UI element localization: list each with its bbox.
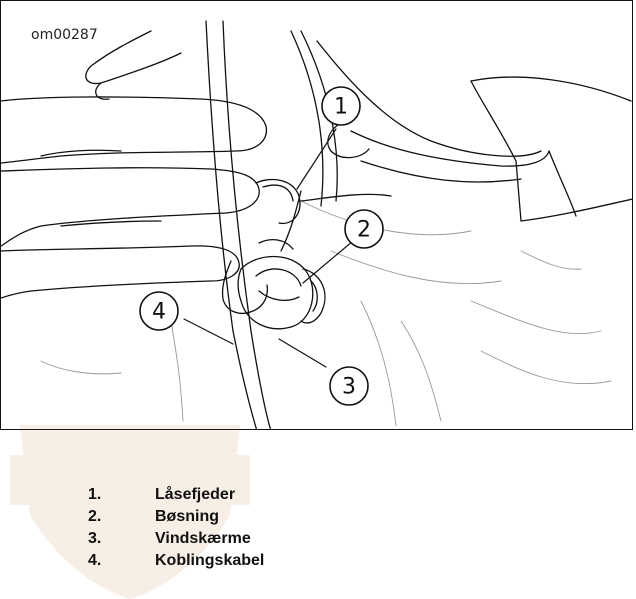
leader-lines bbox=[184, 129, 353, 367]
hand-fingers bbox=[1, 31, 266, 298]
callout-number-1: 1 bbox=[334, 95, 348, 120]
background-contours bbox=[41, 201, 611, 426]
callout-numbers: 1 2 4 3 bbox=[152, 95, 371, 400]
legend-label: Koblingskabel bbox=[155, 552, 264, 570]
callout-number-3: 3 bbox=[342, 375, 356, 400]
callout-number-4: 4 bbox=[152, 300, 166, 325]
legend-number: 3. bbox=[88, 530, 101, 548]
legend-number: 1. bbox=[88, 486, 101, 504]
frame-tubes bbox=[206, 21, 337, 430]
legend-number: 2. bbox=[88, 508, 101, 526]
callout-number-2: 2 bbox=[357, 218, 371, 243]
legend-label: Vindskærme bbox=[155, 530, 251, 548]
figure-id-label: om00287 bbox=[31, 27, 98, 43]
figure-frame: 1 2 4 3 om00287 bbox=[0, 0, 633, 430]
legend-label: Bøsning bbox=[155, 508, 219, 526]
legend-label: Låsefjeder bbox=[155, 486, 235, 504]
illustration: 1 2 4 3 bbox=[1, 1, 633, 430]
legend-number: 4. bbox=[88, 552, 101, 570]
